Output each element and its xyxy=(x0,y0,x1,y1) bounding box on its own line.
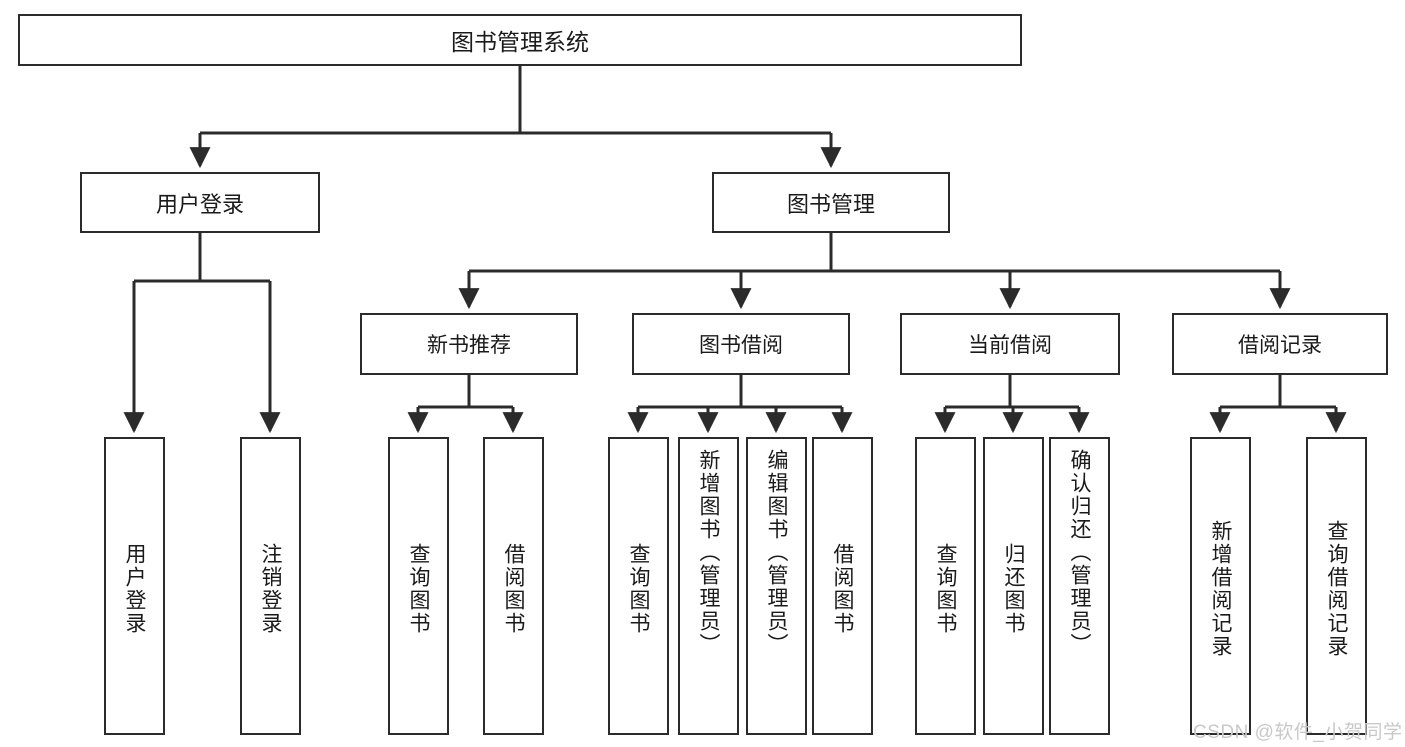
node-book-management[interactable]: 图书管理 xyxy=(712,172,950,233)
leaf-lend-book-label: 借阅图书 xyxy=(831,543,854,635)
leaf-add-borrow-record[interactable]: 新增借阅记录 xyxy=(1190,437,1251,735)
node-book-borrow-label: 图书借阅 xyxy=(699,334,783,357)
node-user-login[interactable]: 用户登录 xyxy=(80,172,320,233)
leaf-return-book-label: 归还图书 xyxy=(1002,543,1025,635)
leaf-user-logout-label: 注销登录 xyxy=(259,543,282,635)
leaf-query-books-borrow-label: 查询图书 xyxy=(627,543,650,635)
leaf-return-book[interactable]: 归还图书 xyxy=(983,437,1044,735)
csdn-watermark: CSDN @软件_小贺同学 xyxy=(1193,722,1403,743)
node-book-borrow[interactable]: 图书借阅 xyxy=(632,313,850,375)
node-new-book-recommend-label: 新书推荐 xyxy=(427,334,511,357)
leaf-confirm-return-admin[interactable]: 确认归还（管理员） xyxy=(1049,437,1110,735)
leaf-user-login[interactable]: 用户登录 xyxy=(104,437,165,735)
node-root-label: 图书管理系统 xyxy=(451,29,589,55)
node-new-book-recommend[interactable]: 新书推荐 xyxy=(360,313,578,375)
leaf-add-borrow-record-label: 新增借阅记录 xyxy=(1209,520,1232,658)
leaf-query-borrow-record[interactable]: 查询借阅记录 xyxy=(1306,437,1367,735)
leaf-confirm-return-admin-label: 确认归还（管理员） xyxy=(1068,449,1091,656)
leaf-add-book-admin[interactable]: 新增图书（管理员） xyxy=(678,437,739,735)
node-current-borrow-label: 当前借阅 xyxy=(968,334,1052,357)
node-root[interactable]: 图书管理系统 xyxy=(18,14,1022,66)
node-borrow-records-label: 借阅记录 xyxy=(1238,334,1322,357)
node-current-borrow[interactable]: 当前借阅 xyxy=(900,313,1120,375)
leaf-add-book-admin-label: 新增图书（管理员） xyxy=(697,449,720,656)
node-borrow-records[interactable]: 借阅记录 xyxy=(1172,313,1388,375)
leaf-edit-book-admin-label: 编辑图书（管理员） xyxy=(765,449,788,656)
node-user-login-label: 用户登录 xyxy=(155,191,244,217)
leaf-user-login-label: 用户登录 xyxy=(123,543,146,635)
leaf-borrow-books-recommend-label: 借阅图书 xyxy=(502,543,525,635)
leaf-query-books-current[interactable]: 查询图书 xyxy=(915,437,976,735)
leaf-query-borrow-record-label: 查询借阅记录 xyxy=(1325,520,1348,658)
leaf-edit-book-admin[interactable]: 编辑图书（管理员） xyxy=(746,437,807,735)
leaf-query-books-recommend[interactable]: 查询图书 xyxy=(388,437,449,735)
leaf-borrow-books-recommend[interactable]: 借阅图书 xyxy=(483,437,544,735)
leaf-lend-book[interactable]: 借阅图书 xyxy=(812,437,873,735)
node-book-management-label: 图书管理 xyxy=(786,191,875,217)
leaf-query-books-current-label: 查询图书 xyxy=(934,543,957,635)
leaf-query-books-borrow[interactable]: 查询图书 xyxy=(608,437,669,735)
leaf-query-books-recommend-label: 查询图书 xyxy=(407,543,430,635)
leaf-user-logout[interactable]: 注销登录 xyxy=(240,437,301,735)
